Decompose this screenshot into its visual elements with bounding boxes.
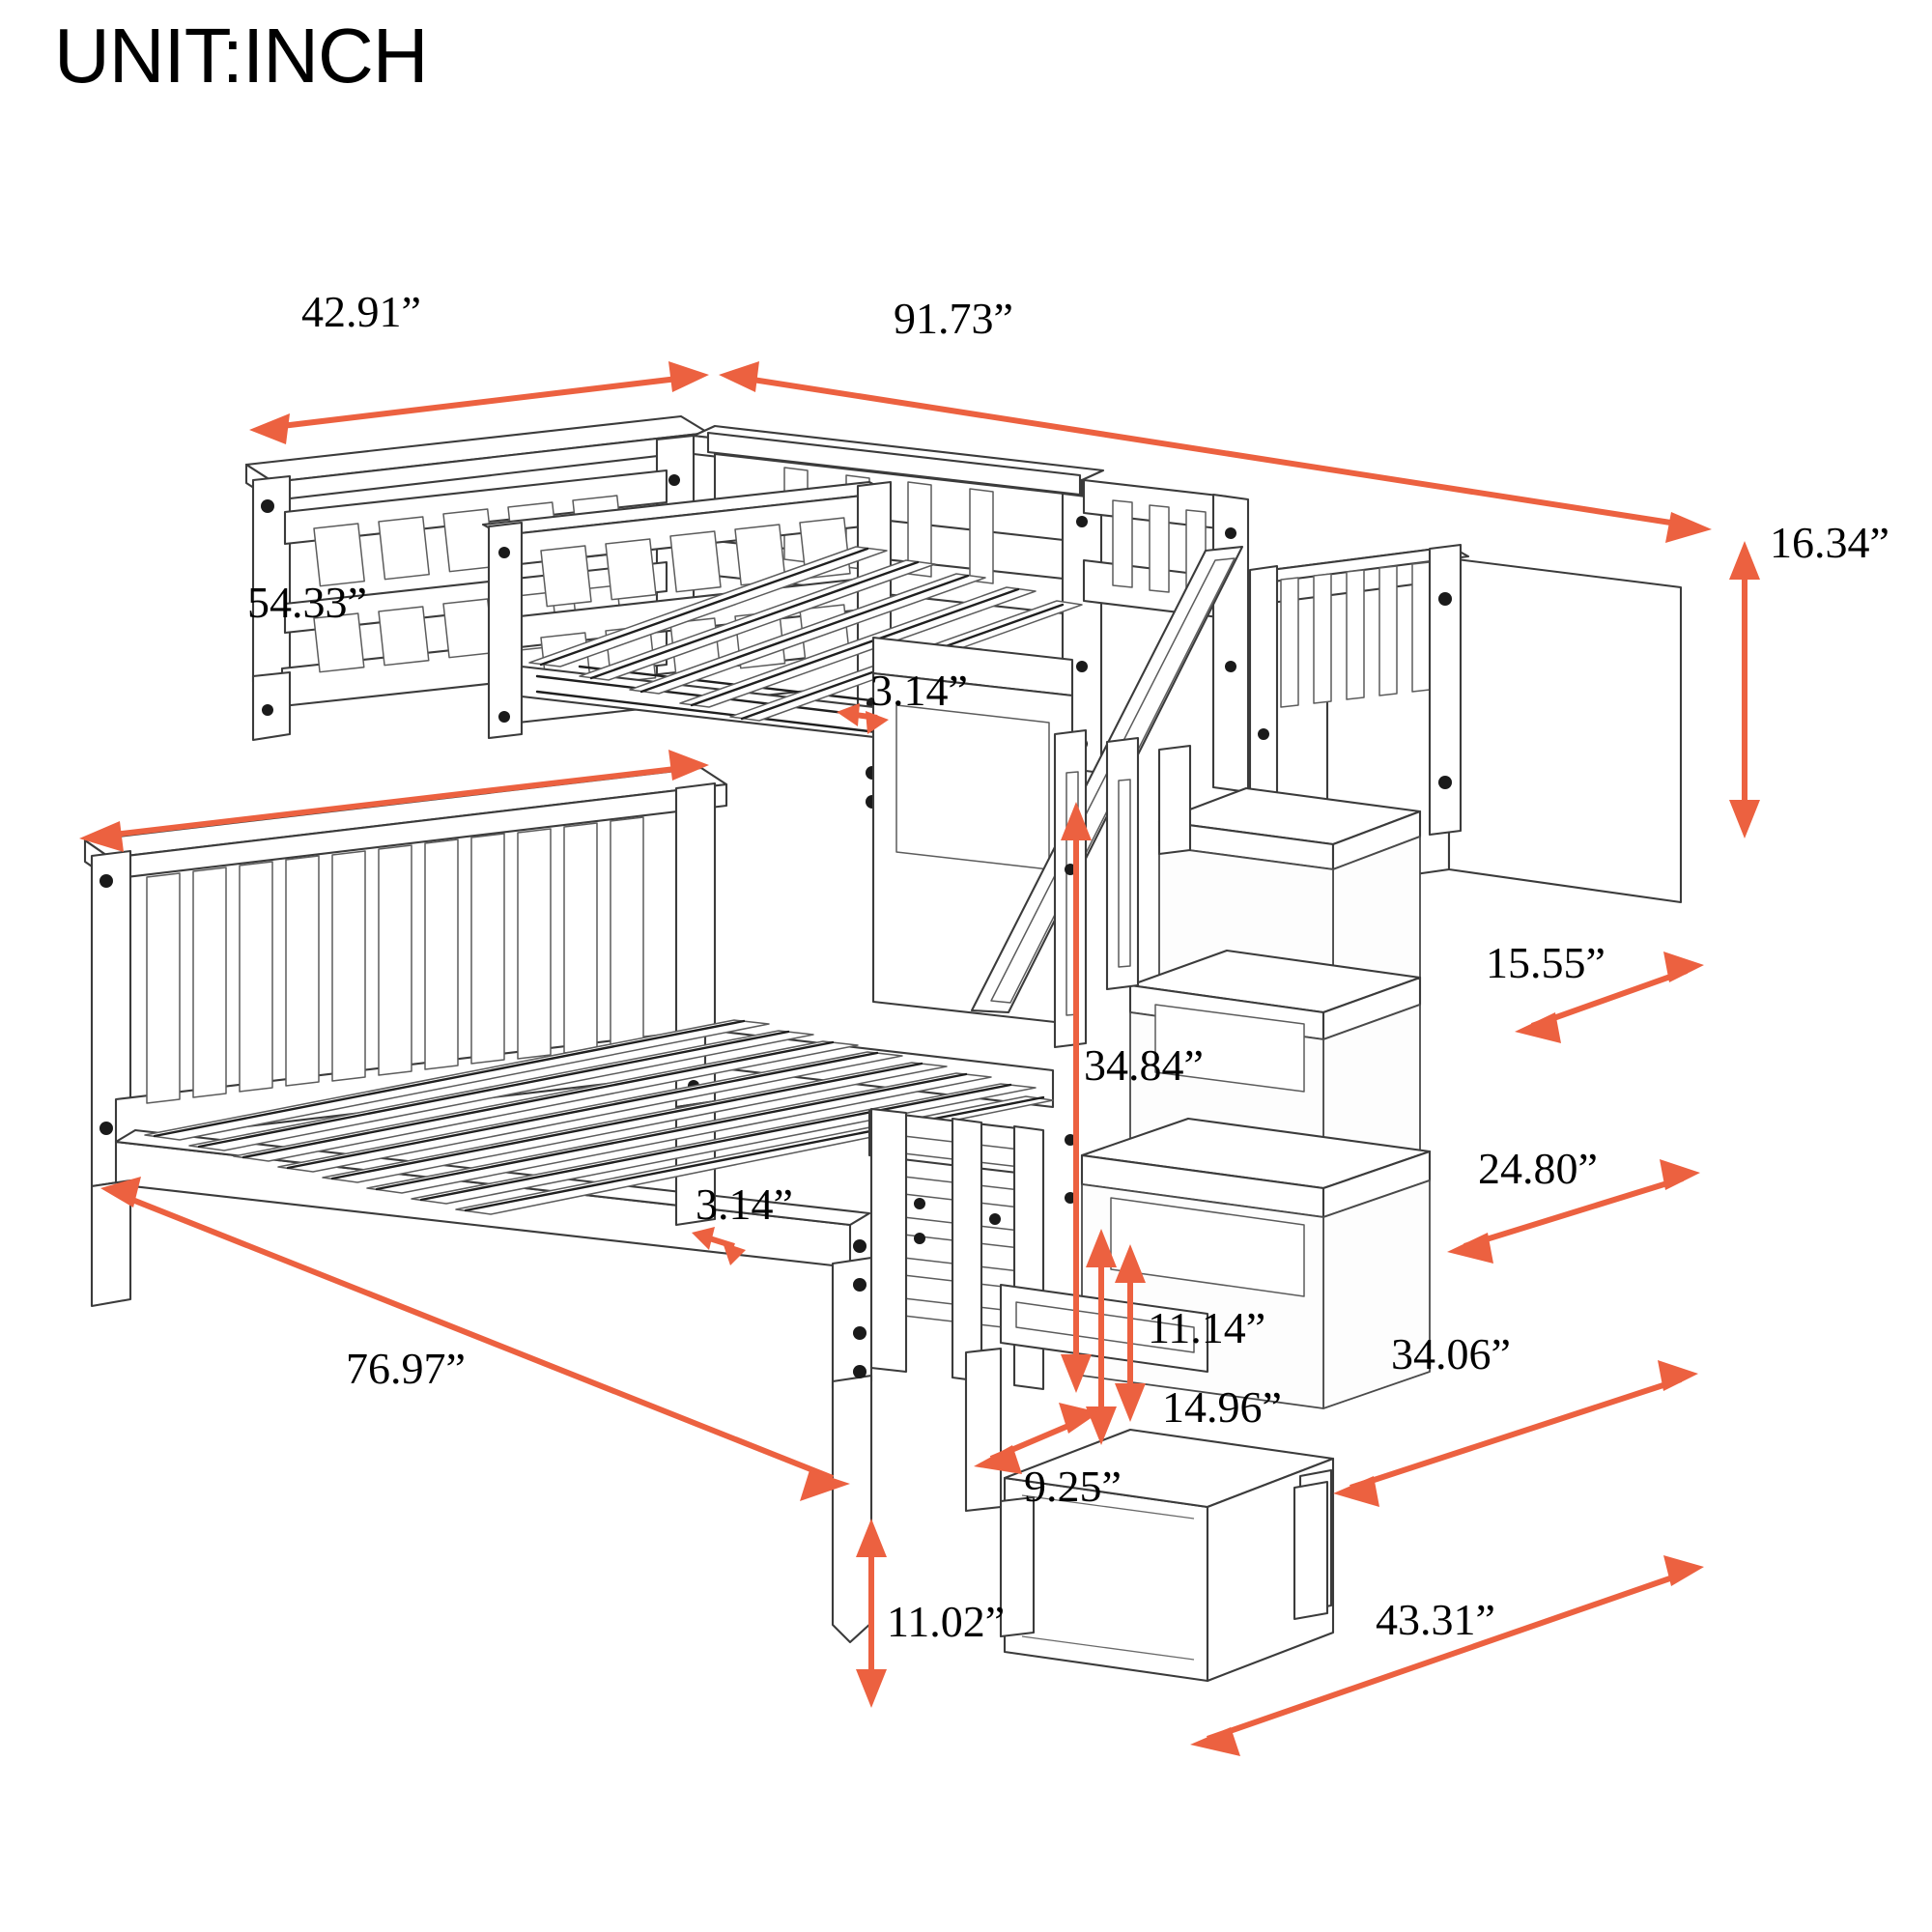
dimension-arrow-bed-length [100,1177,850,1501]
dimension-label-top-width: 42.91” [301,287,421,336]
dimension-arrow-overall-length [719,361,1712,543]
dimension-label-stair-base-depth: 43.31” [1376,1595,1495,1644]
dimension-label-guardrail-height: 16.34” [1770,518,1889,567]
dimension-arrow-clearance-height [1061,802,1092,1393]
dimension-label-leg-height: 11.02” [887,1597,1006,1646]
dimension-label-clearance-height: 34.84” [1084,1040,1204,1090]
dimension-arrow-stair-base-depth [1190,1555,1704,1756]
dimension-arrow-guardrail-height [1729,541,1760,838]
dimension-label-riser-height: 11.14” [1148,1303,1266,1352]
staircase-unit [964,543,1683,1683]
dimension-label-lower-width: 54.33” [247,578,367,627]
dimension-label-bed-length: 76.97” [346,1344,466,1393]
page-title: UNIT:INCH [54,13,429,99]
dimension-arrow-top-width [249,361,709,444]
dimension-arrow-leg-height [856,1519,887,1708]
dimension-label-stair-tread-width: 24.80” [1478,1144,1598,1193]
dimension-arrow-side-gap [974,1403,1099,1474]
dimension-arrow-riser-height [1115,1244,1146,1422]
dimension-label-slat-gap-upper: 3.14” [870,666,968,715]
lower-bunk-foot-guard-panel [867,1107,1045,1391]
dimension-label-overall-length: 91.73” [894,294,1013,343]
dimension-arrow-stair-tread-width [1447,1159,1700,1264]
dimension-label-step-offset: 14.96” [1162,1382,1282,1432]
dimension-arrow-drawer-width [1333,1360,1698,1507]
dimension-arrow-slat-gap-upper [837,703,889,734]
dimension-arrow-slat-gap-lower [692,1227,746,1265]
dimension-label-slat-gap-lower: 3.14” [696,1179,793,1229]
dimension-arrow-stair-tread-depth [1515,952,1704,1043]
dimension-label-stair-tread-depth: 15.55” [1486,938,1605,987]
dimension-label-drawer-width: 34.06” [1391,1329,1511,1378]
dimension-label-side-gap: 9.25” [1024,1462,1122,1511]
dimension-arrow-lower-width [79,750,709,852]
